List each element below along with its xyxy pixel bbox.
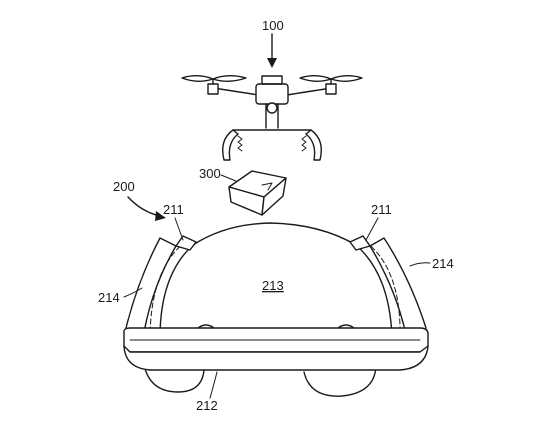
drone-motor-right [325, 83, 337, 95]
package-flap [261, 182, 273, 191]
leader-receptacle-left [174, 217, 184, 241]
leader-package [220, 174, 237, 182]
drone-propeller-right [299, 75, 363, 82]
label-bumper: 212 [196, 398, 218, 413]
drone [181, 33, 363, 161]
package-side-face [261, 177, 287, 216]
drone-top-module [261, 75, 283, 85]
receptacle-right [349, 235, 371, 251]
label-roof: 213 [262, 278, 284, 293]
leader-bumper [209, 371, 218, 399]
leader-vehicle-arrowhead [155, 211, 166, 221]
drone-arm-left [212, 87, 259, 96]
package [228, 170, 287, 216]
leader-receptacle-right [365, 217, 379, 241]
label-receptacle-right: 211 [371, 202, 392, 217]
vehicle [123, 222, 429, 397]
drone-arm-right [286, 87, 333, 96]
roof-hidden-line-left [149, 241, 186, 341]
drone-pointer-arrowhead [267, 58, 277, 68]
drone-propeller-left [181, 75, 247, 82]
label-side-right: 214 [432, 256, 454, 271]
drone-camera [266, 102, 278, 114]
drone-motor-left [207, 83, 219, 95]
roof-hidden-line-right [365, 241, 401, 341]
leader-side-left [123, 287, 143, 298]
drone-claw-right [305, 129, 323, 161]
label-vehicle: 200 [113, 179, 135, 194]
receptacle-left [175, 235, 197, 251]
drone-spring-right [301, 135, 307, 152]
leader-vehicle [127, 196, 161, 217]
drone-spring-left [237, 135, 243, 152]
wheel-right [303, 366, 377, 397]
drone-claw-left [221, 129, 239, 161]
wheel-left [143, 364, 205, 393]
label-drone: 100 [262, 18, 284, 33]
drone-body [255, 83, 289, 105]
label-package: 300 [199, 166, 221, 181]
label-receptacle-left: 211 [163, 202, 184, 217]
leader-side-right [409, 262, 431, 267]
roof [159, 222, 393, 339]
label-side-left: 214 [98, 290, 120, 305]
bumper [123, 345, 429, 371]
